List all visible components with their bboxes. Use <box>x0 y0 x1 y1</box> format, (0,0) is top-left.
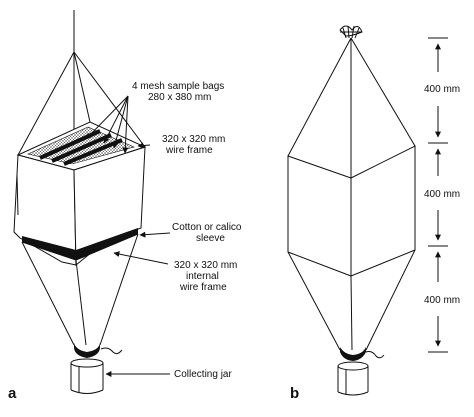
dimension-label-middle: 400 mm <box>424 189 460 200</box>
panel-label-a: a <box>8 385 17 402</box>
collecting-jar-a <box>70 358 104 394</box>
tie-string-b <box>365 351 385 359</box>
collecting-jar-b <box>337 361 369 396</box>
upper-pyramid <box>287 37 416 178</box>
label-sleeve-2: sleeve <box>196 233 225 244</box>
sleeve-fold <box>16 174 19 216</box>
box-left-face <box>287 155 352 277</box>
dimension-label-top: 400 mm <box>424 84 460 95</box>
panel-label-b: b <box>290 385 299 402</box>
lower-cone <box>287 249 416 351</box>
top-knot <box>339 25 363 39</box>
label-internal: internal <box>186 271 219 282</box>
bridle-cords <box>17 51 146 170</box>
tie-string <box>100 347 123 355</box>
dimension-label-bottom: 400 mm <box>424 295 460 306</box>
cone-tie-b <box>340 347 366 361</box>
box-right-face <box>350 145 416 277</box>
label-collecting-jar: Collecting jar <box>174 369 232 380</box>
label-mesh-bags-size: 280 x 380 mm <box>148 92 211 103</box>
label-wire-frame-size: 320 x 320 mm <box>162 134 225 145</box>
label-wire-frame: wire frame <box>165 145 213 156</box>
label-internal-frame-size: 320 x 320 mm <box>174 260 237 271</box>
funnel-cone <box>21 233 139 346</box>
label-internal-frame: wire frame <box>179 282 227 293</box>
dimension-lines <box>428 37 448 353</box>
label-sleeve: Cotton or calico <box>172 222 242 233</box>
cone-tie <box>74 343 100 358</box>
callout-arrows-a <box>85 95 171 377</box>
panel-b-trap <box>287 25 416 396</box>
label-mesh-bags: 4 mesh sample bags <box>132 81 224 92</box>
sleeve-hem <box>22 228 138 260</box>
panel-a-trap <box>13 10 147 394</box>
